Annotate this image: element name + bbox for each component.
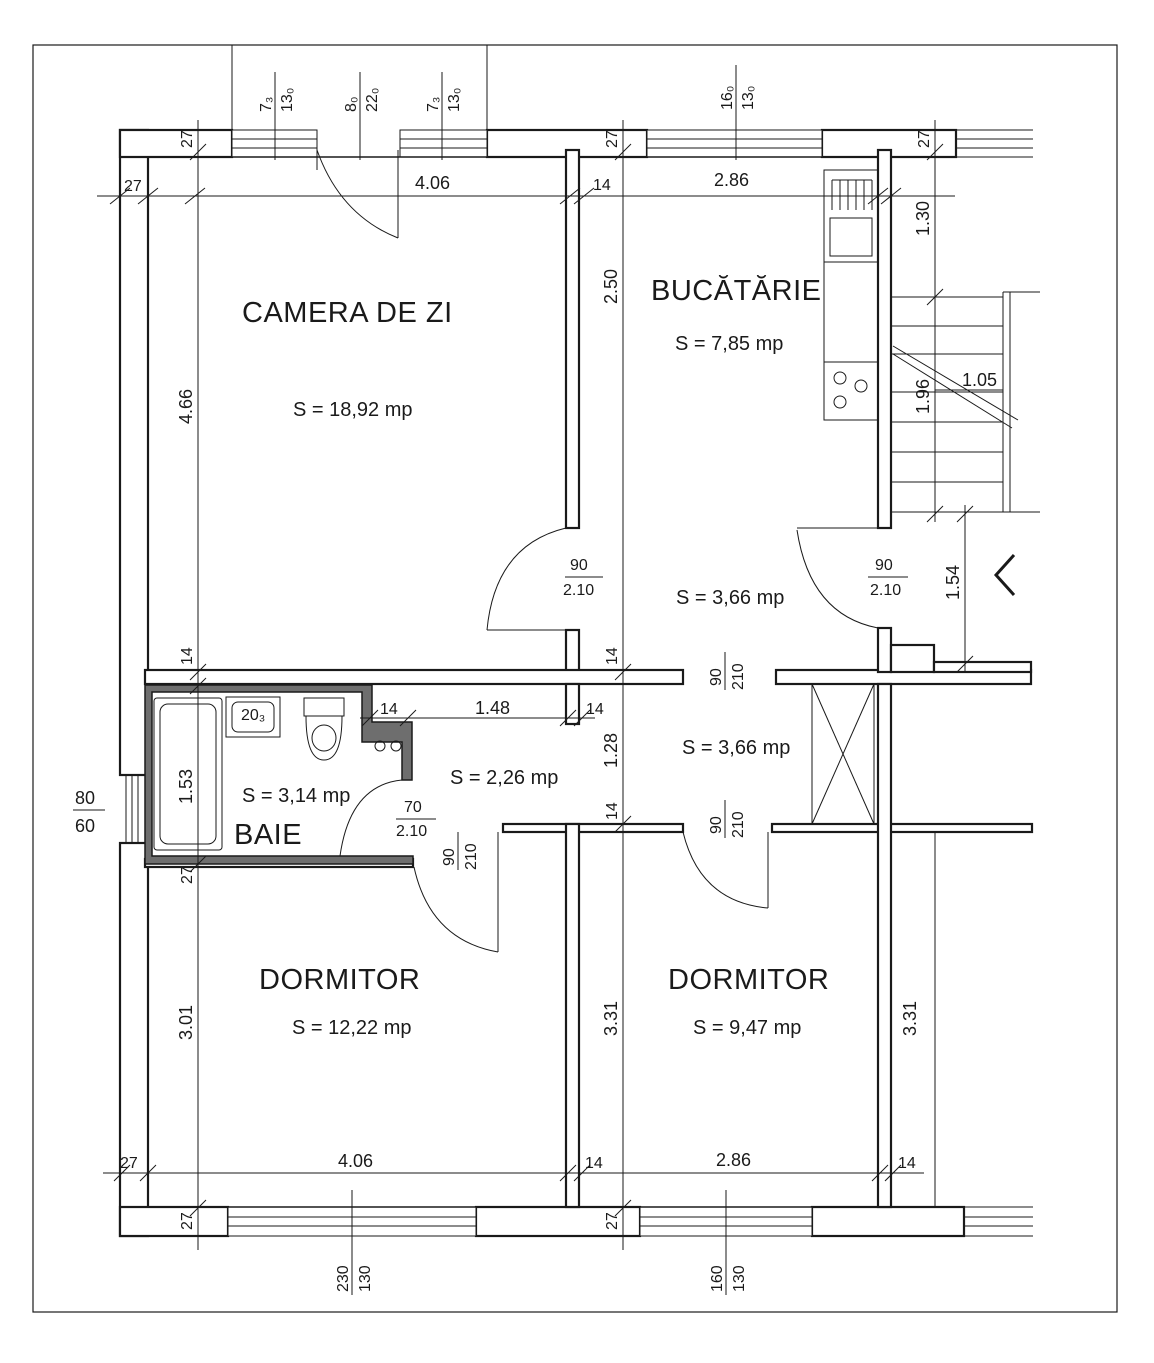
dim-label: 27: [179, 130, 196, 148]
kitchen-counter: [823, 169, 879, 421]
area-hall-upper: S = 3,66 mp: [676, 587, 784, 609]
dim-label: 1.96: [913, 379, 933, 414]
opening-label: 130: [731, 1265, 748, 1292]
opening-label: 210: [463, 843, 480, 870]
opening-label: 16₀: [719, 86, 736, 110]
dim-label: 14: [380, 701, 398, 718]
opening-label: 90: [441, 848, 458, 866]
opening-label: 13₀: [279, 88, 296, 112]
opening-label: 230: [335, 1265, 352, 1292]
dim-label: 1.53: [176, 769, 196, 804]
dim-label: 27: [120, 1155, 138, 1172]
dim-label: 4.06: [415, 173, 450, 193]
opening-label: 90: [875, 557, 893, 574]
door-swings: [316, 149, 879, 953]
dim-label: 14: [585, 1155, 603, 1172]
dim-label: 2.50: [601, 269, 621, 304]
burner: [833, 395, 847, 409]
dim-label: 3.31: [900, 1001, 920, 1036]
bathroom-walls: [144, 684, 414, 865]
dim-label: 4.06: [338, 1151, 373, 1171]
room-label-bedroom-left: DORMITOR: [259, 964, 420, 996]
opening-label: 90: [708, 816, 725, 834]
room-label-bath: BAIE: [234, 819, 302, 851]
boiler-label: 20₃: [241, 707, 265, 724]
bathtub: [153, 697, 223, 851]
stairs: [891, 291, 1040, 513]
room-label-bedroom-right: DORMITOR: [668, 964, 829, 996]
drawing-frame: [32, 44, 1118, 1313]
dim-label: 14: [179, 647, 196, 665]
dim-label: 2.86: [716, 1150, 751, 1170]
dim-label: 14: [604, 647, 621, 665]
opening-label: 60: [75, 816, 95, 836]
dim-label: 2.86: [714, 170, 749, 190]
opening-label: 2.10: [396, 823, 427, 840]
opening-label: 90: [570, 557, 588, 574]
area-hall-lower: S = 3,66 mp: [682, 737, 790, 759]
opening-label: 7₃: [425, 97, 442, 112]
dim-label: 1.28: [601, 733, 621, 768]
dim-label: 27: [604, 1212, 621, 1230]
dimension-lines: [73, 65, 1003, 1295]
opening-label: 70: [404, 799, 422, 816]
dim-label: 14: [604, 802, 621, 820]
top-windows: [231, 129, 1033, 158]
opening-label: 210: [730, 811, 747, 838]
opening-label: 2.10: [563, 582, 594, 599]
opening-label: 22₀: [364, 88, 381, 112]
room-label-kitchen: BUCĂTĂRIE: [651, 274, 821, 307]
dim-label: 14: [586, 701, 604, 718]
burner: [833, 371, 847, 385]
burner: [854, 379, 868, 393]
opening-label: 13₀: [740, 86, 757, 110]
dim-label: 27: [179, 1212, 196, 1230]
area-living: S = 18,92 mp: [293, 399, 413, 421]
dim-label: 1.54: [943, 565, 963, 600]
dim-label: 3.31: [601, 1001, 621, 1036]
opening-label: 8₀: [343, 96, 360, 112]
dim-label: 27: [604, 130, 621, 148]
room-label-living: CAMERA DE ZI: [242, 297, 453, 329]
opening-label: 160: [709, 1265, 726, 1292]
opening-label: 130: [357, 1265, 374, 1292]
dim-label: 1.48: [475, 698, 510, 718]
opening-label: 80: [75, 788, 95, 808]
dim-label: 4.66: [176, 389, 196, 424]
exterior-door-left: [120, 774, 148, 844]
area-hall-small: S = 2,26 mp: [450, 767, 558, 789]
dim-label: 14: [898, 1155, 916, 1172]
shaft: [811, 683, 875, 825]
dim-label: 27: [124, 178, 142, 195]
area-bath: S = 3,14 mp: [242, 785, 350, 807]
area-kitchen: S = 7,85 mp: [675, 333, 783, 355]
direction-arrow-icon: [993, 553, 1016, 597]
area-bedroom-left: S = 12,22 mp: [292, 1017, 412, 1039]
outer-walls: [118, 128, 966, 1238]
dim-label: 27: [179, 866, 196, 884]
dim-label: 27: [916, 130, 933, 148]
opening-label: 13₀: [446, 88, 463, 112]
dim-label: 3.01: [176, 1005, 196, 1040]
opening-label: 90: [708, 668, 725, 686]
dim-label: 1.30: [913, 201, 933, 236]
opening-label: 7₃: [258, 97, 275, 112]
dim-label: 1.05: [962, 370, 997, 390]
opening-label: 2.10: [870, 582, 901, 599]
opening-label: 210: [730, 663, 747, 690]
dim-label: 14: [593, 177, 611, 194]
area-bedroom-right: S = 9,47 mp: [693, 1017, 801, 1039]
